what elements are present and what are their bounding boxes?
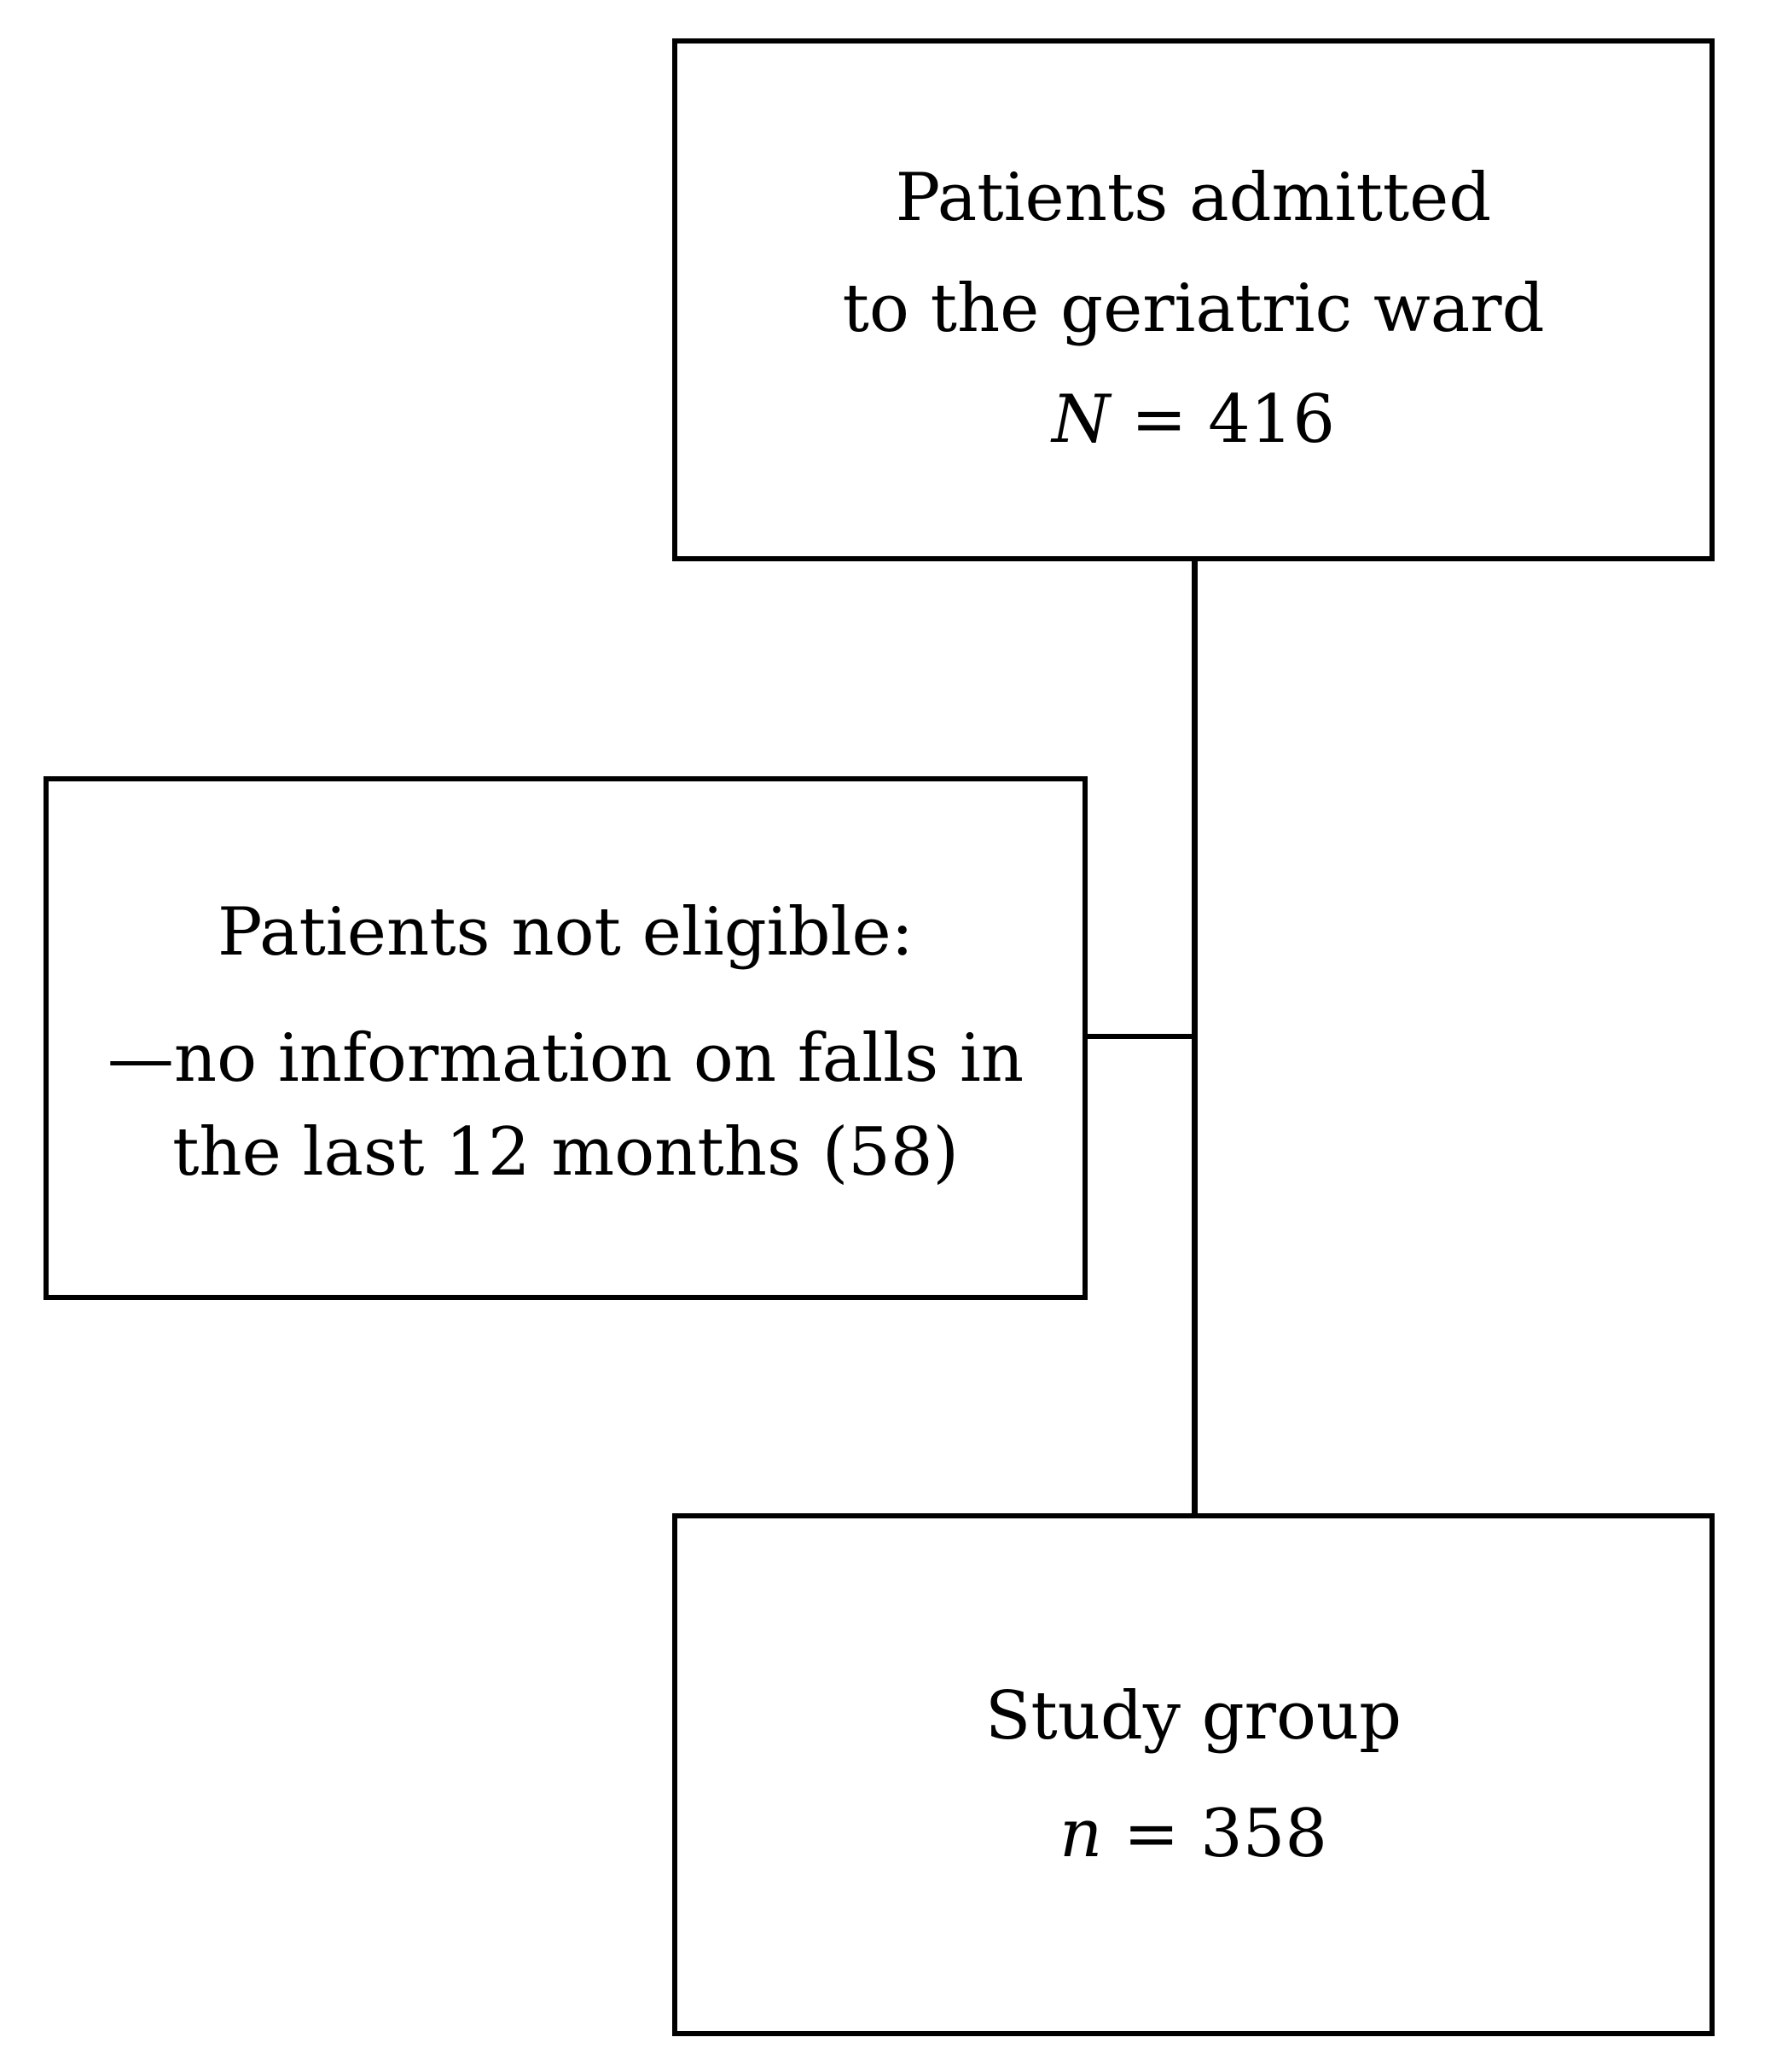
excluded-patients-box: Patients not eligible: —no information o… (44, 776, 1088, 1300)
connector-vertical (1192, 559, 1198, 1516)
excluded-title: Patients not eligible: (218, 894, 914, 971)
study-count: n = 358 (1059, 1801, 1327, 1867)
study-count-value: = 358 (1102, 1795, 1328, 1872)
admitted-count: N = 416 (1052, 386, 1335, 453)
admitted-count-symbol: N (1051, 380, 1111, 458)
admitted-line-1: Patients admitted (895, 159, 1492, 236)
admitted-patients-box: Patients admitted to the geriatric ward … (672, 38, 1715, 561)
admitted-count-value: = 416 (1110, 380, 1336, 458)
study-group-box: Study group n = 358 (672, 1513, 1715, 2036)
study-count-symbol: n (1059, 1795, 1103, 1872)
excluded-line-1: —no information on falls in (107, 1020, 1025, 1097)
admitted-line-2: to the geriatric ward (842, 270, 1545, 347)
study-line-1: Study group (984, 1677, 1402, 1755)
connector-exclusion (1085, 1034, 1194, 1039)
excluded-line-2: the last 12 months (58) (172, 1114, 959, 1191)
